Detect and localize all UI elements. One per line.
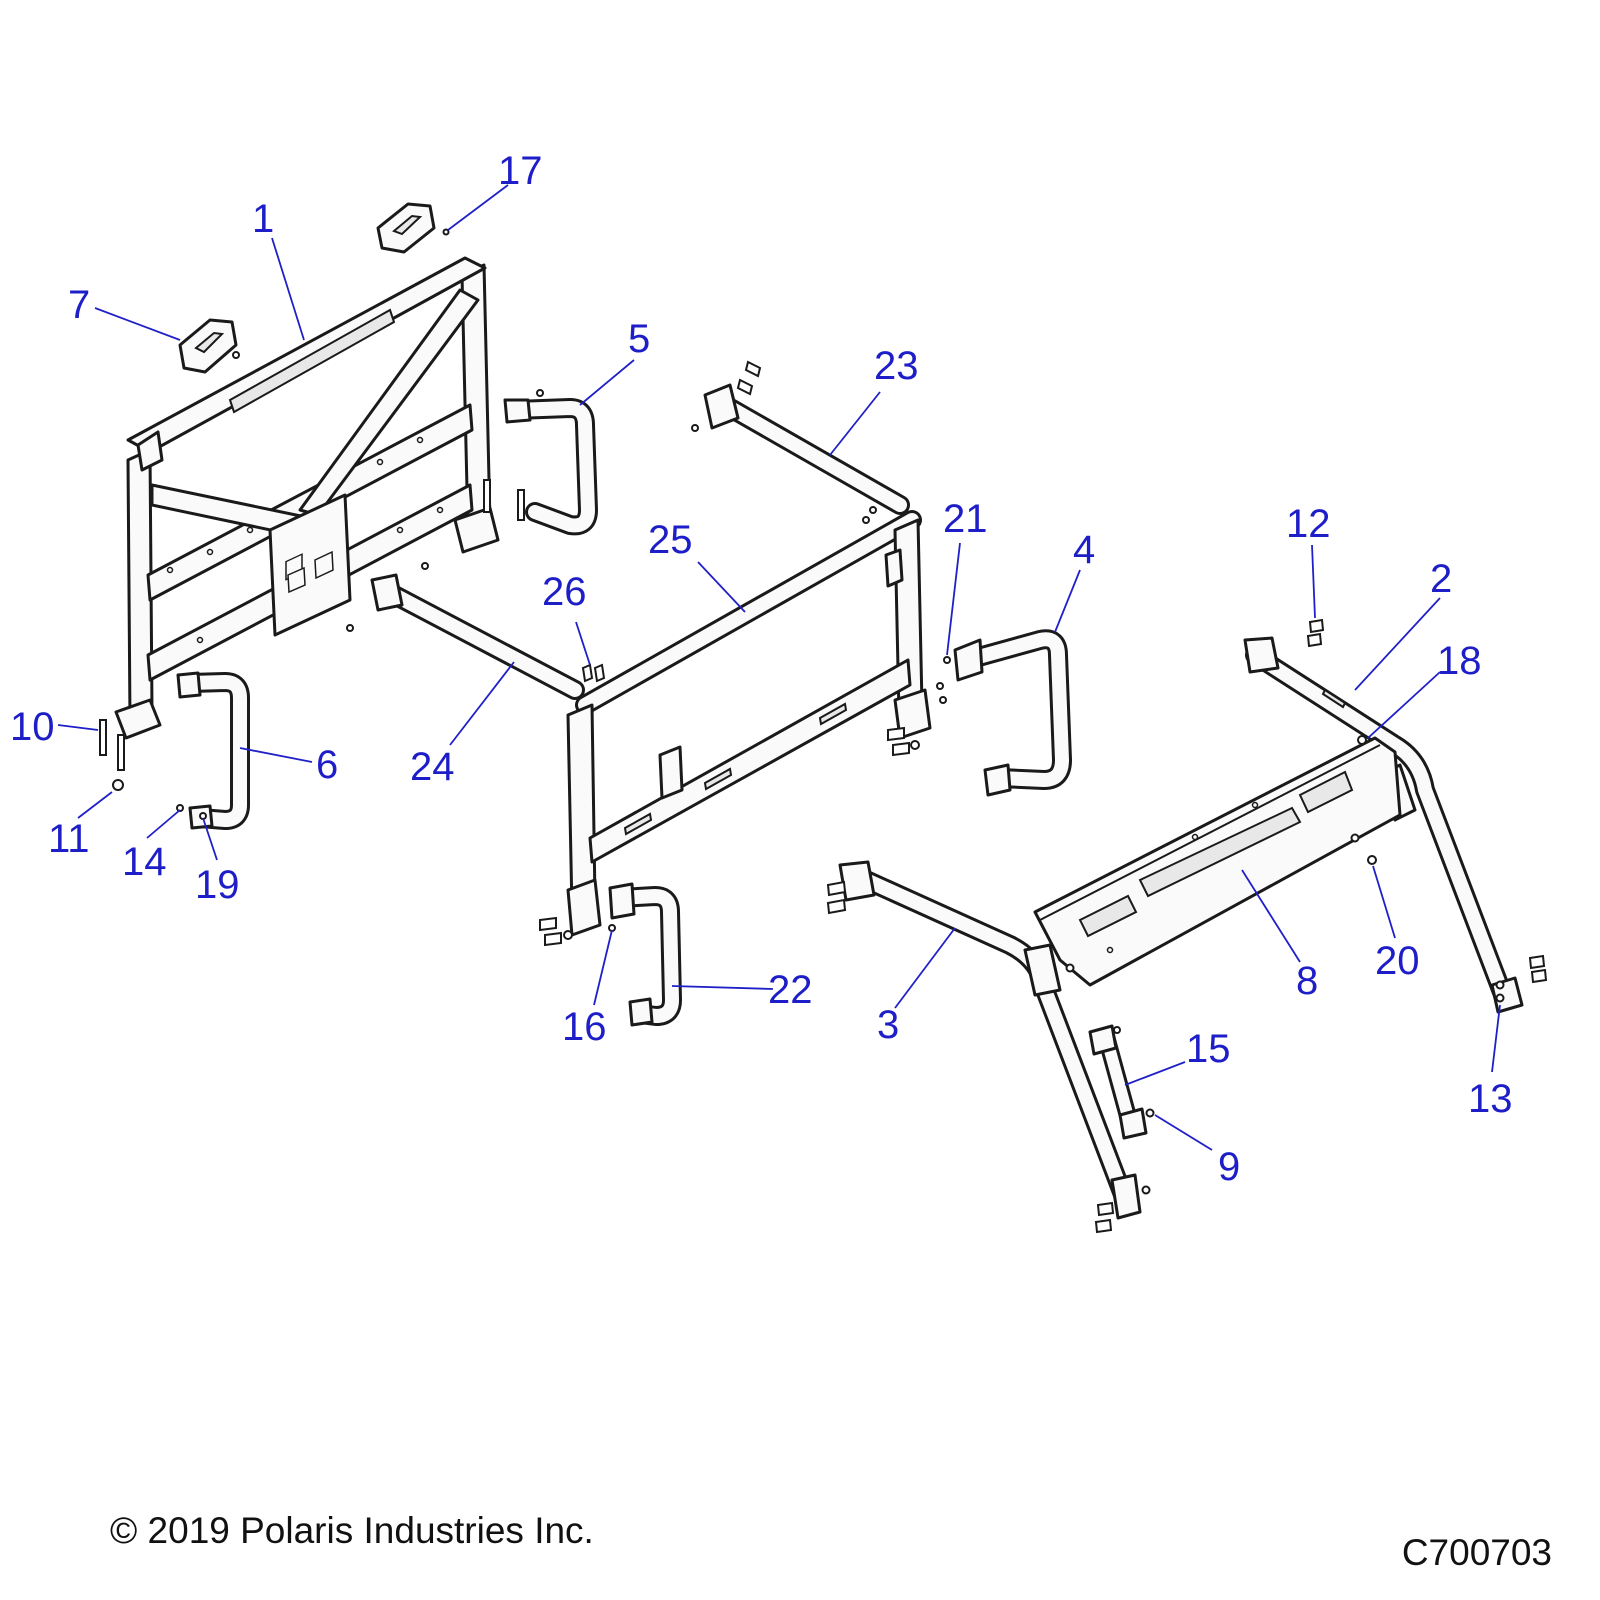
- callout-labels: 1 2 3 4 5 6 7 8 9 10 11 12 13 14 15 16 1…: [10, 149, 1513, 1189]
- callout-19: 19: [195, 863, 240, 907]
- callout-8: 8: [1296, 959, 1318, 1003]
- part-roof-rail-3: [826, 860, 1151, 1234]
- part-grab-handle-right: [376, 202, 450, 254]
- part-grab-bar-6: [176, 671, 250, 830]
- callout-21: 21: [943, 497, 988, 541]
- callout-15: 15: [1186, 1027, 1231, 1071]
- part-grab-handle-left: [178, 318, 240, 374]
- part-center-frame: [539, 518, 947, 947]
- callout-5: 5: [628, 317, 650, 361]
- part-cross-tube-23: [691, 360, 910, 515]
- callout-17: 17: [498, 149, 543, 193]
- callout-13: 13: [1468, 1077, 1513, 1121]
- part-grab-bar-5: [503, 389, 598, 536]
- callout-16: 16: [562, 1005, 607, 1049]
- callout-10: 10: [10, 705, 55, 749]
- callout-9: 9: [1218, 1145, 1240, 1189]
- part-grab-bar-4: [943, 629, 1072, 797]
- callout-18: 18: [1437, 639, 1482, 683]
- callout-25: 25: [648, 518, 693, 562]
- callout-3: 3: [877, 1003, 899, 1047]
- callout-7: 7: [68, 283, 90, 327]
- callout-22: 22: [768, 968, 813, 1012]
- part-rear-frame: [99, 256, 525, 791]
- callout-11: 11: [48, 817, 90, 861]
- part-strut-15: [1088, 1024, 1155, 1140]
- part-grab-bar-22: [608, 882, 682, 1027]
- part-roof-rail-2: [1243, 636, 1524, 1014]
- callout-23: 23: [874, 344, 919, 388]
- copyright-notice: © 2019 Polaris Industries Inc.: [110, 1510, 594, 1551]
- callout-14: 14: [122, 840, 167, 884]
- figure-code: C700703: [1401, 1532, 1552, 1573]
- callout-6: 6: [316, 743, 338, 787]
- callout-20: 20: [1375, 939, 1420, 983]
- part-side-tube-24: [346, 562, 585, 700]
- part-cross-tube-25: [575, 510, 922, 715]
- callout-4: 4: [1073, 528, 1095, 572]
- callout-26: 26: [542, 570, 587, 614]
- callout-2: 2: [1430, 557, 1452, 601]
- callout-12: 12: [1286, 502, 1331, 546]
- callout-1: 1: [252, 197, 274, 241]
- part-header-panel-8: [1033, 735, 1402, 987]
- misc-fasteners: [176, 506, 1548, 1003]
- leader-lines: [57, 184, 1501, 1151]
- callout-24: 24: [410, 745, 455, 789]
